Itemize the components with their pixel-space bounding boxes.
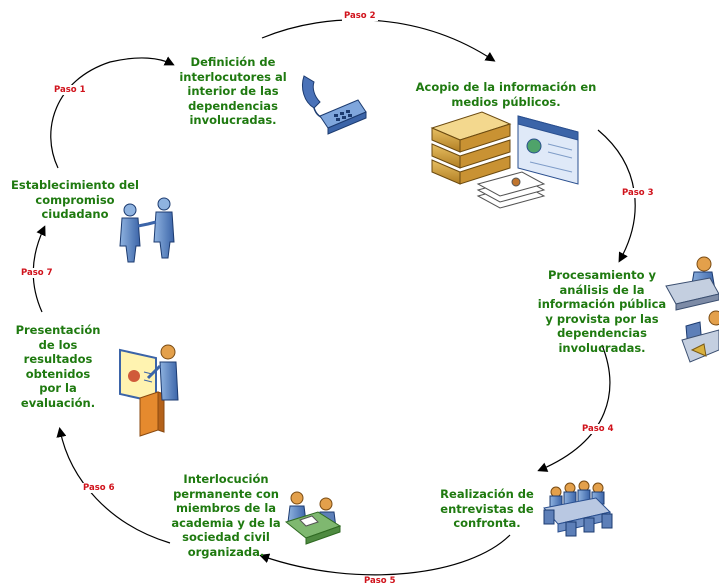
step-label-6: Paso 6 — [81, 483, 117, 493]
arrow-step-6 — [56, 427, 171, 544]
stage-label-establecimiento: Establecimiento del compromiso ciudadano — [11, 178, 139, 221]
step-label-7: Paso 7 — [19, 268, 55, 278]
step-label-1: Paso 1 — [52, 85, 88, 95]
analysts-at-desk-icon — [665, 256, 719, 363]
step-label-4: Paso 4 — [580, 424, 616, 434]
books-and-documents-icon — [430, 111, 579, 209]
stage-label-acopio: Acopio de la información en medios públi… — [415, 80, 597, 109]
stage-label-interlocucion: Interlocución permanente con miembros de… — [171, 472, 281, 559]
step-label-3: Paso 3 — [620, 188, 656, 198]
arrow-step-5 — [259, 534, 511, 576]
collaboration-desk-icon — [284, 491, 342, 545]
step-label-5: Paso 5 — [362, 576, 398, 586]
presenter-at-podium-icon — [119, 344, 179, 437]
telephone-icon — [301, 75, 367, 135]
stage-label-procesamiento: Procesamiento y análisis de la informaci… — [537, 268, 667, 355]
arrow-step-4 — [537, 344, 611, 472]
meeting-table-icon — [543, 480, 613, 537]
step-label-2: Paso 2 — [342, 11, 378, 21]
stage-label-definicion: Definición de interlocutores al interior… — [179, 55, 287, 127]
arrow-step-2 — [261, 19, 496, 62]
handshake-icon — [119, 197, 175, 263]
stage-label-presentacion: Presentación de los resultados obtenidos… — [15, 323, 101, 410]
arrow-step-1 — [50, 56, 175, 169]
stage-label-realizacion: Realización de entrevistas de confronta. — [440, 487, 534, 530]
